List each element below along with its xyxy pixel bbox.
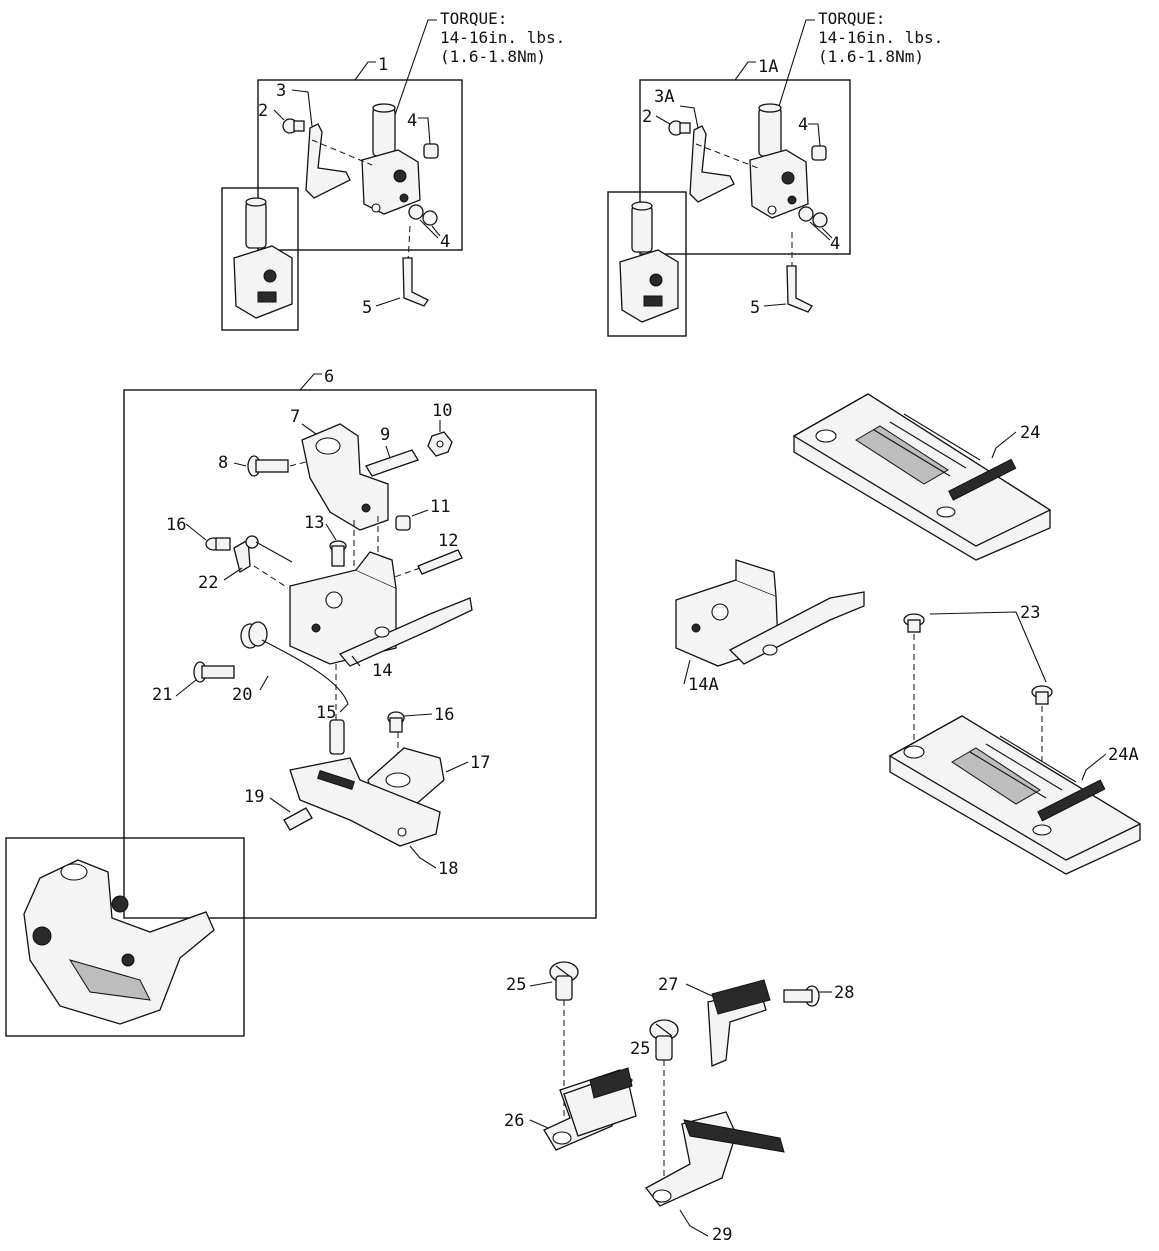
part-2-screw xyxy=(282,118,305,134)
label-20: 20 xyxy=(232,685,252,705)
label-4-top: 4 xyxy=(407,111,417,131)
part-8-screw xyxy=(247,455,289,477)
part-9 xyxy=(365,449,419,477)
torque-left-line1: TORQUE: xyxy=(440,9,507,28)
label-7: 7 xyxy=(290,407,300,427)
label-11: 11 xyxy=(430,497,450,517)
torque-right-line2: 14-16in. lbs. xyxy=(818,28,943,47)
assembly-6-box xyxy=(123,389,597,919)
label-17: 17 xyxy=(470,753,490,773)
label-2-right: 2 xyxy=(642,107,652,127)
label-25-left: 25 xyxy=(506,975,526,995)
label-29: 29 xyxy=(712,1225,732,1245)
label-18: 18 xyxy=(438,859,458,879)
part-11 xyxy=(395,515,411,531)
torque-right-line1: TORQUE: xyxy=(818,9,885,28)
torque-left-line2: 14-16in. lbs. xyxy=(440,28,565,47)
label-24: 24 xyxy=(1020,423,1040,443)
label-4-bottom-right: 4 xyxy=(830,234,840,254)
label-14A: 14A xyxy=(688,675,719,695)
assembly-6: 6 7 8 9 10 11 12 xyxy=(123,367,597,919)
part-20-spring xyxy=(240,621,349,713)
part-16-screw-top xyxy=(205,537,231,551)
label-3A: 3A xyxy=(654,87,674,107)
label-13: 13 xyxy=(304,513,324,533)
part-14A: 14A xyxy=(675,559,865,695)
part-7 xyxy=(301,423,389,531)
part-14 xyxy=(289,551,473,667)
part-18 xyxy=(289,757,441,847)
label-22: 22 xyxy=(198,573,218,593)
inset-clamp-part-1A xyxy=(619,201,679,323)
label-12: 12 xyxy=(438,531,458,551)
part-24A-throat-plate: 24A xyxy=(888,715,1142,875)
torque-leader-right xyxy=(769,19,815,136)
label-26: 26 xyxy=(504,1111,524,1131)
part-26 xyxy=(543,1067,637,1151)
label-2: 2 xyxy=(258,101,268,121)
torque-right-line3: (1.6-1.8Nm) xyxy=(818,47,924,66)
label-21: 21 xyxy=(152,685,172,705)
assembly-1A-box xyxy=(639,79,851,255)
part-4-nut xyxy=(423,143,439,159)
label-6: 6 xyxy=(324,367,334,387)
part-10-nut xyxy=(427,431,453,457)
assembly-1A: TORQUE: 14-16in. lbs. (1.6-1.8Nm) 1A 3A … xyxy=(607,9,943,337)
label-15: 15 xyxy=(316,703,336,723)
needle-clamp-part-1A xyxy=(749,103,809,219)
part-3A xyxy=(689,125,735,203)
part-28-screw xyxy=(783,985,820,1007)
label-23: 23 xyxy=(1020,603,1040,623)
label-14: 14 xyxy=(372,661,392,681)
needle-clamp-part xyxy=(361,103,421,215)
part-22 xyxy=(233,535,293,574)
assembly-1A-inset xyxy=(607,191,687,337)
label-24A: 24A xyxy=(1108,745,1139,765)
torque-leader-left xyxy=(387,19,437,136)
part-29 xyxy=(645,1111,785,1207)
label-4-top-right: 4 xyxy=(798,115,808,135)
label-9: 9 xyxy=(380,425,390,445)
label-25-right: 25 xyxy=(630,1039,650,1059)
assembly-1-inset xyxy=(221,187,299,331)
part-15 xyxy=(329,719,345,755)
label-3: 3 xyxy=(276,81,286,101)
label-16-bottom: 16 xyxy=(434,705,454,725)
inset-clamp-part xyxy=(233,197,293,319)
part-13-screw xyxy=(329,540,347,567)
part-24-throat-plate: 24 xyxy=(792,393,1052,561)
part-5 xyxy=(402,257,429,307)
part-2-screw-1A xyxy=(668,120,691,136)
label-28: 28 xyxy=(834,983,854,1003)
part-25-screw-a xyxy=(549,961,579,1001)
part-21-screw xyxy=(193,661,235,683)
part-25-screw-b xyxy=(649,1019,679,1061)
label-5-right: 5 xyxy=(750,298,760,318)
torque-left-line3: (1.6-1.8Nm) xyxy=(440,47,546,66)
part-5-1A xyxy=(786,265,813,313)
feed-dog-group: 25 26 25 27 28 xyxy=(504,961,854,1245)
part-12 xyxy=(417,549,463,575)
part-23-screws: 23 xyxy=(903,603,1053,824)
part-16-screw-bottom xyxy=(387,711,405,733)
label-27: 27 xyxy=(658,975,678,995)
label-1A: 1A xyxy=(758,57,778,77)
label-5: 5 xyxy=(362,298,372,318)
label-19: 19 xyxy=(244,787,264,807)
part-19 xyxy=(283,807,313,831)
label-10: 10 xyxy=(432,401,452,421)
assembly-1-box xyxy=(257,79,463,251)
assembly-6-inset xyxy=(5,837,245,1037)
assembly-1: TORQUE: 14-16in. lbs. (1.6-1.8Nm) 1 xyxy=(221,9,565,331)
label-4-bottom: 4 xyxy=(440,232,450,252)
label-16-top: 16 xyxy=(166,515,186,535)
part-27 xyxy=(707,979,771,1067)
label-8: 8 xyxy=(218,453,228,473)
label-1: 1 xyxy=(378,55,388,75)
part-3 xyxy=(305,123,351,199)
